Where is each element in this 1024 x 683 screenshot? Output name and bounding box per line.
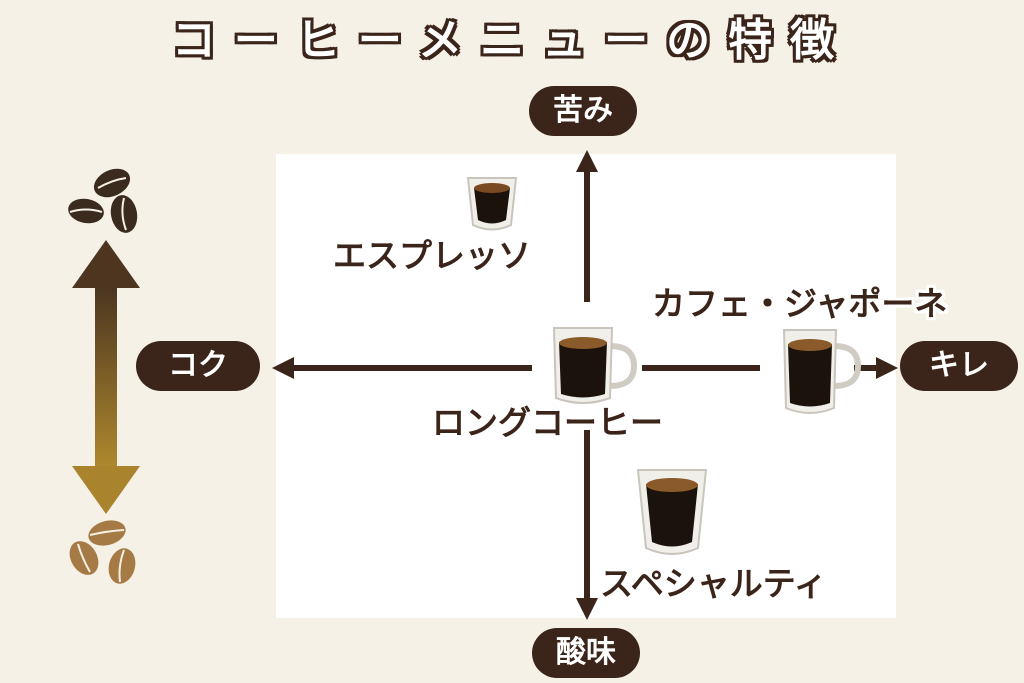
coffee-cup-icon-long-coffee bbox=[552, 327, 638, 404]
item-label-specialty: スペシャルティ bbox=[600, 564, 827, 603]
axis-label-right: キレ bbox=[900, 341, 1018, 391]
item-label-espresso: エスプレッソ bbox=[333, 236, 531, 275]
axis-label-top: 苦み bbox=[529, 86, 637, 136]
coffee-cup-icon-caffe-japone bbox=[782, 329, 862, 414]
light-coffee-beans-icon bbox=[69, 520, 136, 584]
dark-coffee-beans-icon bbox=[68, 168, 138, 233]
item-label-long-coffee: ロングコーヒー bbox=[432, 403, 663, 442]
horizontal-axis bbox=[272, 357, 898, 379]
axis-label-bottom: 酸味 bbox=[532, 628, 640, 678]
coffee-cup-icon-espresso bbox=[466, 177, 518, 231]
coffee-cup-icon-specialty bbox=[636, 469, 708, 555]
strength-gradient-arrow bbox=[72, 240, 140, 514]
vertical-axis bbox=[576, 150, 598, 620]
item-label-caffe-japone: カフェ・ジャポーネ bbox=[652, 284, 948, 323]
axis-label-left: コク bbox=[136, 341, 260, 391]
page-title: コーヒーメニューの特徴 bbox=[171, 15, 853, 66]
